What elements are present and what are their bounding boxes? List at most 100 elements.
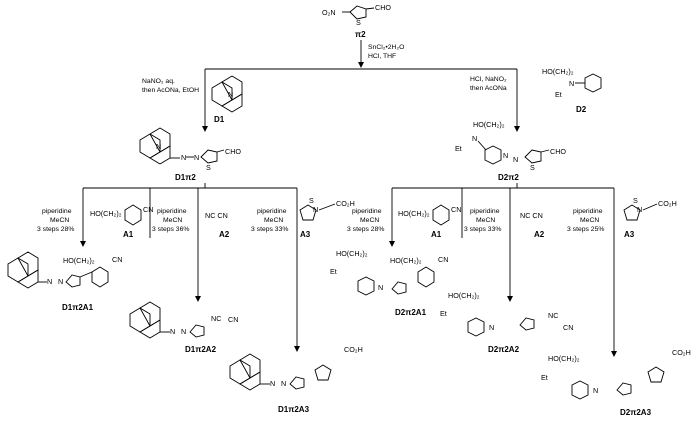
pi2-label: π2 — [355, 30, 366, 39]
svg-text:S: S — [633, 196, 638, 205]
pi2-structure: O₂N S CHO π2 — [322, 3, 391, 39]
svg-text:N: N — [181, 327, 186, 336]
svg-text:A2: A2 — [219, 230, 230, 239]
svg-text:piperidine: piperidine — [257, 208, 287, 215]
svg-text:CN: CN — [228, 315, 238, 324]
d2-sub2: Et — [555, 90, 562, 99]
svg-text:piperidine: piperidine — [470, 208, 500, 215]
svg-text:3 steps 33%: 3 steps 33% — [251, 226, 288, 233]
svg-text:HO(CH₂)₂: HO(CH₂)₂ — [336, 249, 368, 258]
product-d1pi2a1: N N HO(CH₂)₂ CN D1π2A1 — [7, 251, 122, 312]
svg-text:N: N — [170, 327, 175, 336]
svg-text:A1: A1 — [123, 230, 134, 239]
svg-text:N: N — [47, 277, 52, 286]
svg-text:CO₂H: CO₂H — [344, 345, 363, 354]
d1pi2-cho: CHO — [225, 147, 241, 156]
p6-label: D2π2A3 — [620, 408, 652, 417]
svg-text:NC CN: NC CN — [205, 211, 228, 220]
svg-text:S: S — [530, 163, 535, 172]
d2pi2-cho: CHO — [550, 147, 566, 156]
d1-label: D1 — [214, 115, 225, 124]
right-cond-2: then AcONa — [470, 85, 507, 92]
cond-right-3: piperidine MeCN 3 steps 25% — [567, 208, 604, 233]
reagent-a2-right: NC CN A2 — [520, 211, 545, 239]
left-cond-2: then AcONa, EtOH — [142, 87, 199, 94]
svg-text:N: N — [181, 153, 186, 162]
product-d2pi2a3: HO(CH₂)₂ Et N CO₂H D2π2A3 — [541, 348, 691, 417]
thiophene-s: S — [356, 18, 361, 27]
svg-text:HO(CH₂)₂: HO(CH₂)₂ — [448, 291, 480, 300]
reduction-cond-1: SnCl₂•2H₂O — [368, 44, 404, 51]
svg-text:S: S — [206, 163, 211, 172]
svg-text:CN: CN — [451, 205, 461, 214]
svg-text:HO(CH₂)₂: HO(CH₂)₂ — [398, 209, 430, 218]
reagent-a1-right: HO(CH₂)₂ CN A1 — [398, 204, 461, 239]
p1-label: D1π2A1 — [62, 303, 94, 312]
d1pi2-label: D1π2 — [175, 173, 196, 182]
svg-text:N: N — [489, 323, 494, 332]
svg-text:CN: CN — [143, 205, 153, 214]
reagent-a3-right: S N CO₂H A3 — [623, 196, 677, 239]
svg-text:MeCN: MeCN — [580, 217, 599, 224]
svg-text:CN: CN — [563, 323, 573, 332]
svg-text:N: N — [270, 379, 275, 388]
svg-text:MeCN: MeCN — [360, 217, 379, 224]
svg-text:A3: A3 — [624, 230, 635, 239]
svg-text:Et: Et — [330, 267, 337, 276]
svg-text:N: N — [593, 386, 598, 395]
cond-right-1: piperidine MeCN 3 steps 28% — [347, 208, 384, 233]
d2pi2-label: D2π2 — [498, 173, 519, 182]
p4-label: D2π2A1 — [395, 308, 427, 317]
svg-text:CO₂H: CO₂H — [658, 199, 677, 208]
product-d2pi2a2: HO(CH₂)₂ Et N NC CN D2π2A2 — [440, 291, 573, 354]
cond-left-3: piperidine MeCN 3 steps 33% — [251, 208, 288, 233]
p5-label: D2π2A2 — [488, 345, 520, 354]
svg-text:CN: CN — [112, 255, 122, 264]
svg-text:3 steps 33%: 3 steps 33% — [464, 226, 501, 233]
left-cond-1: NaNO₂ aq. — [142, 78, 175, 85]
svg-text:NC CN: NC CN — [520, 211, 543, 220]
svg-text:N: N — [281, 379, 286, 388]
svg-text:MeCN: MeCN — [50, 217, 69, 224]
svg-text:N: N — [378, 283, 383, 292]
svg-text:piperidine: piperidine — [157, 208, 187, 215]
svg-text:HO(CH₂)₂: HO(CH₂)₂ — [390, 256, 422, 265]
svg-text:N: N — [513, 155, 518, 164]
svg-text:piperidine: piperidine — [352, 208, 382, 215]
cond-left-2: piperidine MeCN 3 steps 36% — [152, 208, 189, 233]
svg-text:N: N — [569, 79, 574, 88]
svg-text:HO(CH₂)₂: HO(CH₂)₂ — [548, 354, 580, 363]
svg-text:N: N — [503, 151, 508, 160]
product-d1pi2a2: N N NC CN D1π2A2 — [129, 301, 238, 354]
p2-label: D1π2A2 — [185, 345, 217, 354]
svg-text:piperidine: piperidine — [573, 208, 603, 215]
d2-label: D2 — [576, 105, 587, 114]
svg-text:A1: A1 — [431, 230, 442, 239]
svg-text:S: S — [309, 196, 314, 205]
svg-text:HO(CH₂)₂: HO(CH₂)₂ — [90, 209, 122, 218]
svg-text:HO(CH₂)₂: HO(CH₂)₂ — [63, 256, 95, 265]
right-cond-1: HCl, NaNO₂ — [470, 76, 507, 83]
reagent-a2-left: NC CN A2 — [205, 211, 230, 239]
svg-text:Et: Et — [440, 309, 447, 318]
svg-text:N: N — [313, 205, 318, 214]
svg-text:3 steps 28%: 3 steps 28% — [347, 226, 384, 233]
product-d1pi2a3: N N CO₂H D1π2A3 — [229, 345, 363, 414]
d2pi2-structure: HO(CH₂)₂ N Et N N S CHO D2π2 — [455, 120, 566, 182]
svg-text:NC: NC — [548, 311, 558, 320]
svg-text:N: N — [194, 153, 199, 162]
svg-text:3 steps 25%: 3 steps 25% — [567, 226, 604, 233]
svg-text:MeCN: MeCN — [476, 217, 495, 224]
cond-right-2: piperidine MeCN 3 steps 33% — [464, 208, 501, 233]
svg-text:A3: A3 — [300, 230, 311, 239]
svg-text:N: N — [58, 277, 63, 286]
d2-sub1: HO(CH₂)₂ — [542, 67, 574, 76]
svg-text:MeCN: MeCN — [163, 217, 182, 224]
d1pi2-structure: N N N S CHO D1π2 — [139, 127, 241, 182]
svg-text:MeCN: MeCN — [264, 217, 283, 224]
p3-label: D1π2A3 — [278, 405, 310, 414]
d2-structure: HO(CH₂)₂ N Et D2 — [542, 67, 602, 114]
svg-text:CN: CN — [438, 255, 448, 264]
